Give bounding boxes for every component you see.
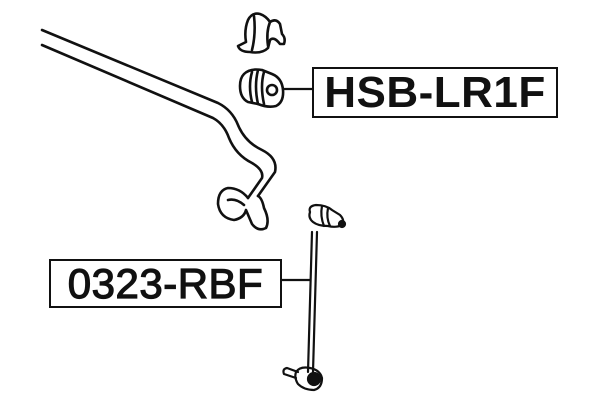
- stabilizer-link: [282, 203, 347, 392]
- stabilizer-bracket: [236, 12, 286, 54]
- part-number-bushing: HSB-LR1F: [324, 67, 546, 117]
- part-label-bushing: HSB-LR1F: [312, 67, 558, 118]
- part-label-link: 0323-RBF: [49, 259, 282, 308]
- stabilizer-bar: [40, 28, 277, 231]
- part-number-link: 0323-RBF: [67, 259, 264, 307]
- stabilizer-bushing: [238, 68, 285, 108]
